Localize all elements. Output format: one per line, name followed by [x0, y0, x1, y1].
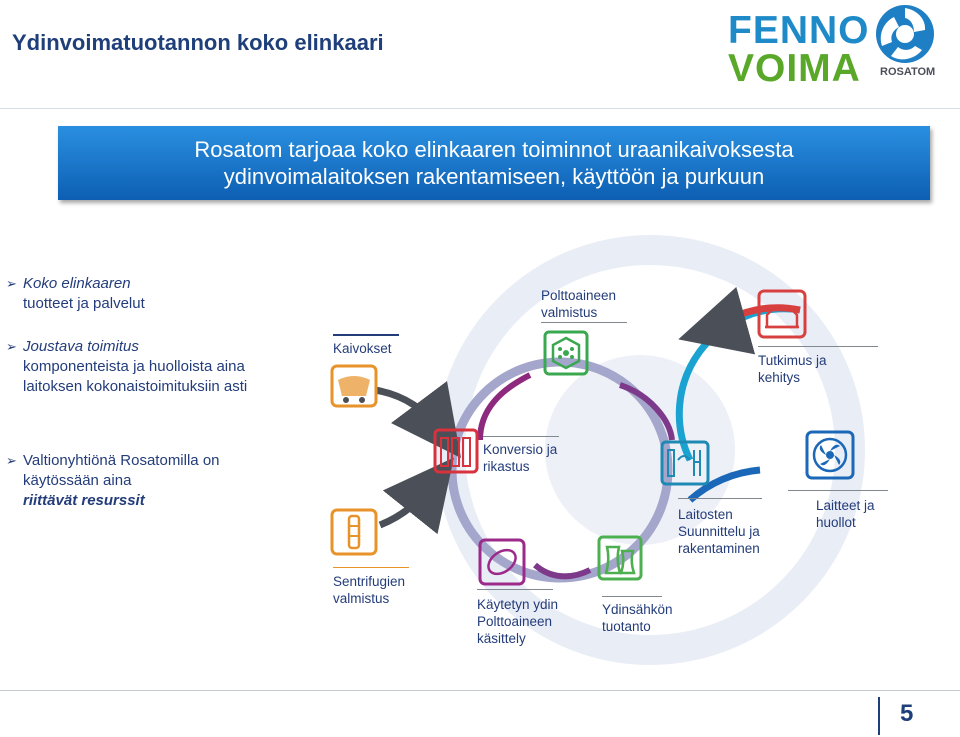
headline-banner: Rosatom tarjoaa koko elinkaaren toiminno… [58, 126, 930, 200]
centrifuge-label-rule [333, 567, 409, 568]
reactor-dome-icon [757, 289, 807, 339]
kaytetyn-line-3: käsittely [477, 631, 526, 646]
laitosten-line-2: Suunnittelu ja [678, 524, 760, 539]
stage-label-tutkimus: Tutkimus ja kehitys [758, 352, 827, 386]
power-label-rule [602, 596, 662, 597]
bullet-3-italic: riittävät resurssit [23, 492, 145, 509]
sentrifugien-line-1: Sentrifugien [333, 574, 406, 589]
bullet-2-text: komponenteista ja huolloista aina laitok… [23, 358, 248, 395]
laitosten-line-1: Laitosten [678, 507, 733, 522]
stage-label-polttoaineen: Polttoaineen valmistus [541, 287, 616, 321]
equipment-label-rule [788, 490, 888, 491]
logo-text-rosatom: ROSATOM [880, 66, 936, 78]
konversio-line-2: rikastus [483, 459, 530, 474]
page-number-bar [878, 697, 880, 735]
logo-text-fenno: FENNO [728, 9, 870, 52]
stage-label-kaytetyn: Käytetyn ydin Polttoaineen käsittely [477, 596, 558, 647]
research-label-rule [758, 346, 878, 347]
centrifuge-icon [330, 508, 378, 556]
laitteet-line-2: huollot [816, 515, 856, 530]
equipment-arc [687, 466, 761, 503]
polttoaineen-line-2: valmistus [541, 305, 598, 320]
stage-label-ydinsahko: Ydinsähkön tuotanto [602, 601, 673, 635]
tutkimus-line-1: Tutkimus ja [758, 353, 827, 368]
bullet-lifecycle: ➢ Koko elinkaaren tuotteet ja palvelut [6, 274, 306, 314]
laitosten-line-3: rakentaminen [678, 541, 760, 556]
spent-fuel-label-rule [477, 589, 553, 590]
sentrifugien-line-2: valmistus [333, 591, 390, 606]
plant-blueprint-icon [660, 440, 710, 486]
background-ring-small [545, 355, 735, 545]
conversion-loop-arrow [477, 372, 532, 441]
konversio-line-1: Konversio ja [483, 442, 558, 457]
polttoaineen-line-1: Polttoaineen [541, 288, 617, 303]
rosatom-emblem-icon [876, 5, 934, 63]
conversion-plant-icon [433, 428, 479, 474]
laitteet-line-1: Laitteet ja [816, 498, 875, 513]
banner-line-1: Rosatom tarjoaa koko elinkaaren toiminno… [194, 136, 794, 162]
bullet-flexible-delivery: ➢ Joustava toimitus komponenteista ja huo… [6, 337, 306, 397]
bullet-3-text: Valtionyhtiönä Rosatomilla on käytössään… [23, 452, 220, 489]
research-arrow [678, 286, 756, 355]
banner-line-2: ydinvoimalaitoksen rakentamiseen, käyttö… [223, 164, 765, 189]
bullet-1-text: tuotteet ja palvelut [23, 295, 145, 312]
slide-title: Ydinvoimatuotannon koko elinkaari [12, 30, 384, 55]
power-to-spent-arrow [533, 562, 592, 580]
bullet-resources: ➢ Valtionyhtiönä Rosatomilla on käytössä… [6, 451, 306, 511]
cooling-tower-icon [597, 535, 643, 581]
bullet-1-italic: Koko elinkaaren [23, 275, 131, 292]
bullet-arrow-icon: ➢ [6, 276, 17, 291]
bullet-2-italic: Joustava toimitus [23, 338, 139, 355]
mining-label-rule [333, 334, 399, 336]
mining-cart-icon [330, 364, 378, 408]
fuel-cask-icon [478, 538, 526, 586]
stage-label-konversio: Konversio ja rikastus [483, 441, 557, 475]
header-divider [0, 108, 960, 109]
bullet-arrow-icon: ➢ [6, 339, 17, 354]
fuel-label-rule [541, 322, 627, 323]
kaytetyn-line-1: Käytetyn ydin [477, 597, 559, 612]
fan-icon [805, 430, 855, 480]
tutkimus-line-2: kehitys [758, 370, 801, 385]
stage-label-laitteet: Laitteet ja huollot [816, 497, 875, 531]
stage-label-kaivokset: Kaivokset [333, 341, 392, 356]
footer-divider [0, 690, 960, 691]
stage-label-laitosten: Laitosten Suunnittelu ja rakentaminen [678, 506, 760, 557]
fuel-assembly-icon [543, 330, 589, 376]
bullet-arrow-icon: ➢ [6, 453, 17, 468]
fuel-to-plant-arrow [618, 382, 675, 441]
logo-text-voima: VOIMA [728, 47, 861, 90]
plant-label-rule [678, 498, 762, 499]
page-number: 5 [900, 700, 914, 727]
kaytetyn-line-2: Polttoaineen [477, 614, 553, 629]
mining-to-conversion-arrow [374, 380, 462, 458]
ydinsahko-line-2: tuotanto [602, 619, 651, 634]
conversion-label-rule [483, 436, 559, 437]
stage-label-sentrifugien: Sentrifugien valmistus [333, 573, 405, 607]
centrifuge-to-conversion-arrow [378, 457, 454, 535]
ydinsahko-line-1: Ydinsähkön [602, 602, 673, 617]
